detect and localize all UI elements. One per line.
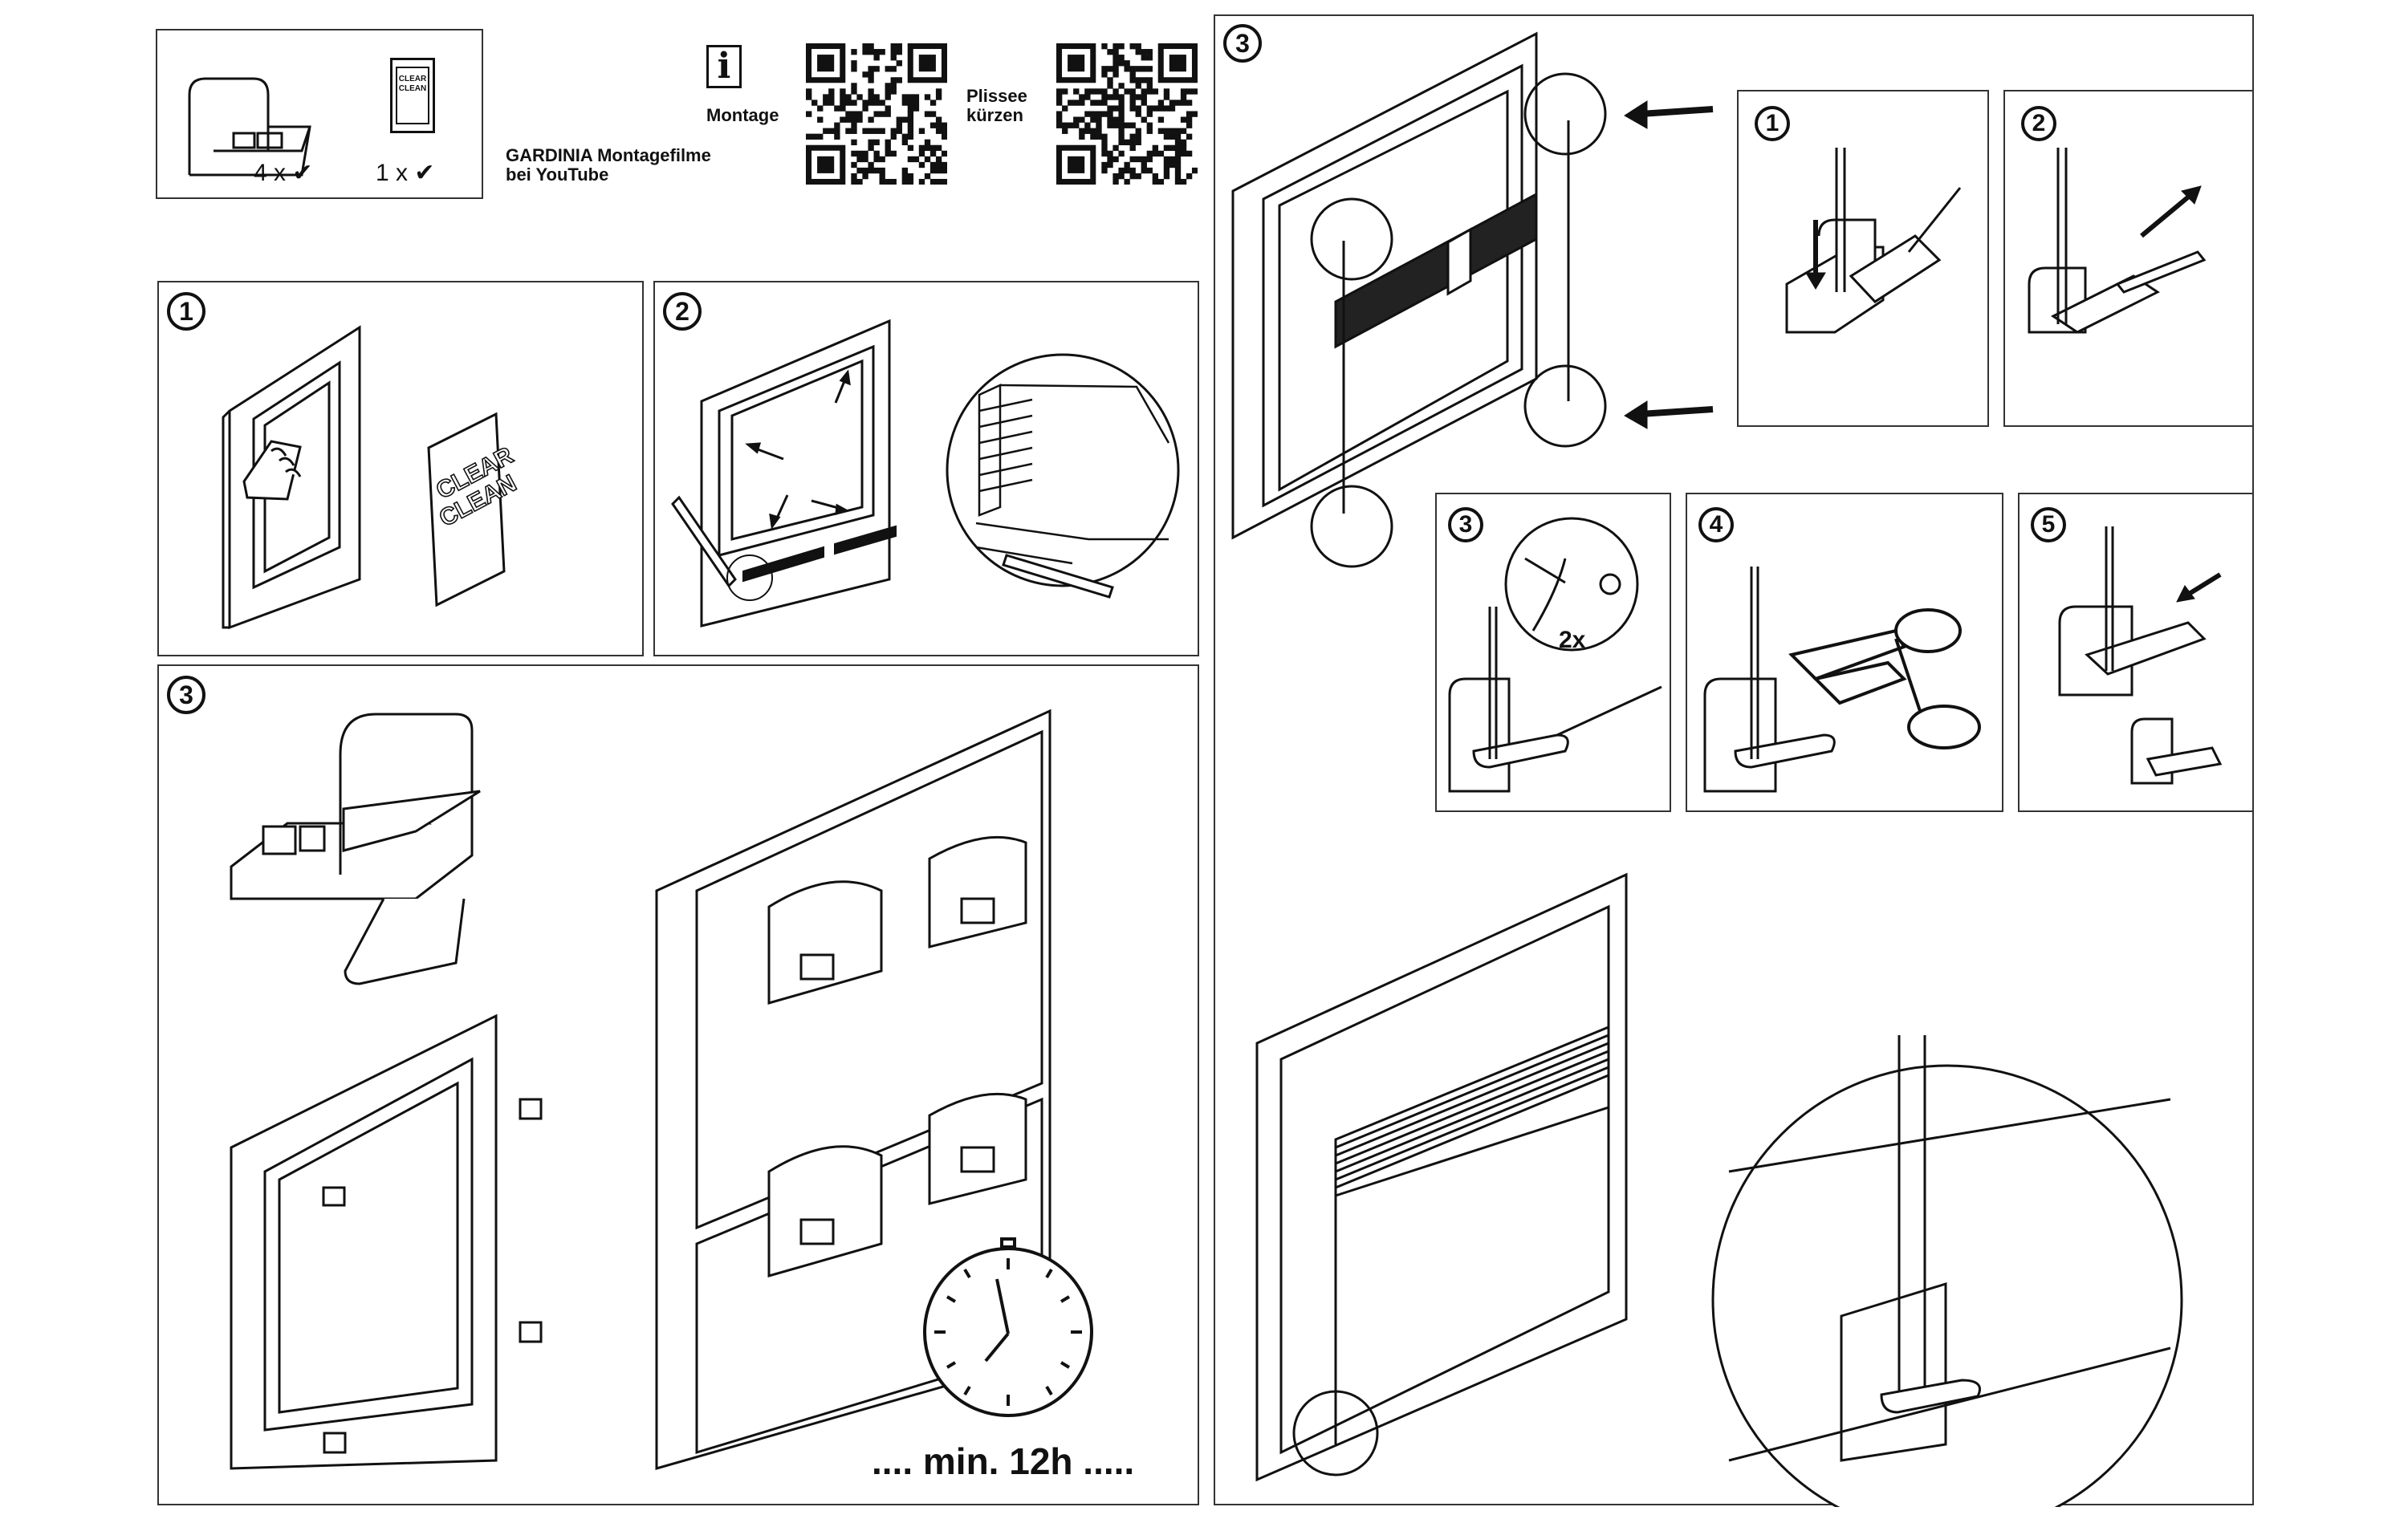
checkmark-icon: ✔ (292, 160, 313, 186)
cure-time-text: .... min. 12h ..... (872, 1440, 1135, 1482)
substep-5-panel: 5 (2018, 493, 2254, 812)
bracket-illustration (188, 77, 311, 177)
clock-icon (923, 1237, 1093, 1417)
parts-count-sachet: 1 x ✔ (376, 160, 435, 186)
step-number: 2 (663, 292, 702, 331)
qr-label-montage: Montage (706, 105, 779, 125)
bracket-mounting-illustration (230, 709, 1093, 1470)
youtube-text: GARDINIA Montagefilme bei YouTube (506, 145, 711, 185)
step-1-panel: 1 CLEAR CLEAN (157, 281, 644, 656)
substep-2-panel: 2 (2003, 90, 2254, 427)
substep-4-panel: 4 (1686, 493, 2003, 812)
window-measure-illustration (671, 319, 1180, 628)
qr-code-icon[interactable] (806, 43, 947, 185)
substep-number: 4 (1698, 507, 1734, 542)
step-number: 3 (167, 676, 205, 714)
arrow-icon (2140, 185, 2202, 238)
substep-1-panel: 1 (1737, 90, 1989, 427)
substep-number: 3 (1448, 507, 1483, 542)
checkmark-icon: ✔ (414, 160, 435, 186)
arrow-icon (745, 369, 851, 530)
cord-thread-illustration (1448, 517, 1662, 793)
blind-install-illustration (1231, 31, 2183, 1507)
step-3-left-panel: 3 (157, 664, 1199, 1505)
step-2-panel: 2 (653, 281, 1199, 656)
cord-cut-illustration (1703, 567, 1981, 793)
repeat-count: 2x (1559, 627, 1586, 653)
pen-icon (1002, 554, 1114, 599)
qr-code-icon[interactable] (1056, 43, 1198, 185)
substep-3-panel: 3 2x (1435, 493, 1671, 812)
clear-clean-sachet: CLEAR CLEAN (390, 58, 435, 133)
info-icon: i (706, 45, 742, 88)
parts-count-brackets: 4 x ✔ (254, 160, 313, 186)
clip-release-illustration (2028, 148, 2207, 334)
substep-number: 2 (2021, 106, 2056, 141)
arrow-icon (2176, 572, 2222, 603)
clip-insert-illustration (1785, 148, 1962, 334)
pleated-blind-bottom (742, 525, 897, 583)
arrow-icon (1624, 100, 1714, 429)
sachet-text-clear: CLEAR (398, 75, 427, 83)
cord-knot-illustration (2058, 526, 2223, 785)
qr-label-plissee-kuerzen: Plissee kürzen (966, 86, 1027, 125)
substep-number: 1 (1755, 106, 1790, 141)
window-cleaning-illustration: CLEAR CLEAN (222, 325, 522, 630)
arrow-icon (1805, 220, 1826, 290)
step-3-right-panel: 3 (1214, 14, 2254, 1507)
hand-wipe-icon (242, 440, 302, 501)
parts-box: 4 x ✔ CLEAR CLEAN 1 x ✔ (156, 29, 483, 199)
pen-icon (671, 495, 737, 588)
step-number: 1 (167, 292, 205, 331)
sachet-text-clean: CLEAN (398, 84, 427, 93)
step-number: 3 (1223, 24, 1262, 63)
scissors-icon (1788, 608, 1981, 749)
substep-number: 5 (2031, 507, 2066, 542)
